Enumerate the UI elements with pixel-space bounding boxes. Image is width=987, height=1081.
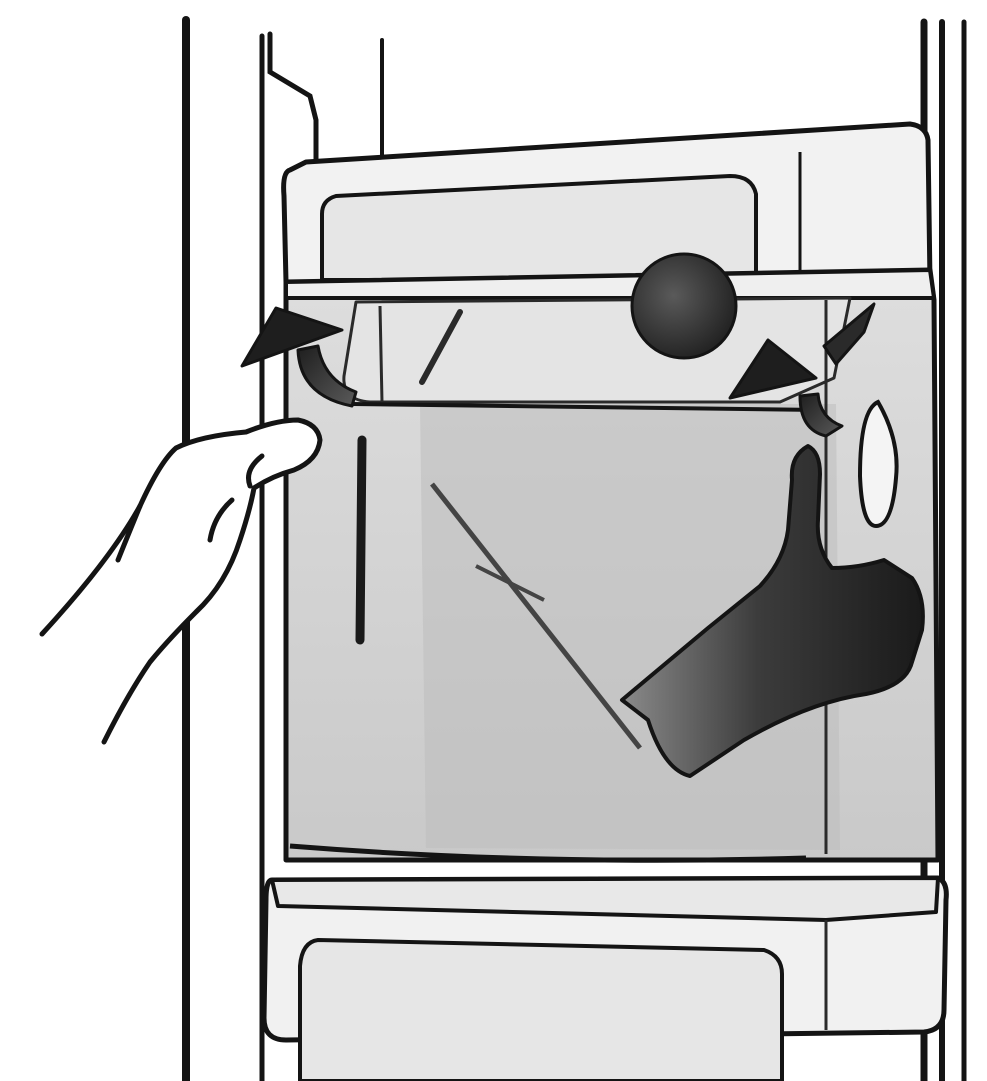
knob-icon	[632, 254, 736, 358]
frame-left-lip	[270, 34, 316, 160]
lower-shelf-panel	[300, 940, 782, 1081]
bin-left-slot	[360, 440, 362, 640]
lower-shelf	[264, 878, 946, 1081]
hand-icon	[42, 420, 320, 742]
left-hand-outline	[42, 420, 320, 742]
bin-inner-line-1	[380, 306, 382, 402]
